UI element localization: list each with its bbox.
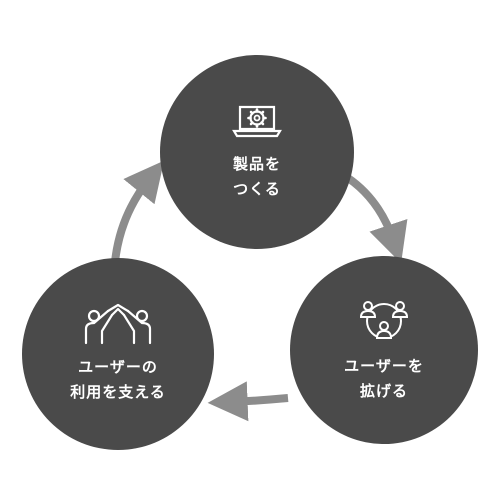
user-network-icon bbox=[359, 301, 409, 339]
node-spread-users: ユーザーを 拡げる bbox=[290, 256, 478, 444]
node-support-label-line1: ユーザーの bbox=[78, 358, 158, 376]
arrow-support-to-make bbox=[111, 160, 165, 263]
high-five-users-icon bbox=[84, 303, 152, 345]
node-spread-label: ユーザーを 拡げる bbox=[344, 354, 424, 404]
node-support-label-line2: 利用を支える bbox=[70, 383, 166, 401]
node-spread-label-line1: ユーザーを bbox=[344, 357, 424, 375]
node-make-product: 製品を つくる bbox=[160, 55, 354, 249]
arrow-spread-to-support bbox=[207, 381, 289, 422]
node-spread-label-line2: 拡げる bbox=[359, 382, 408, 400]
node-make-label-line1: 製品を bbox=[232, 155, 281, 173]
laptop-gear-icon bbox=[232, 105, 282, 138]
arrow-make-to-spread bbox=[345, 174, 408, 264]
node-make-label: 製品を つくる bbox=[233, 152, 281, 202]
node-support-label: ユーザーの 利用を支える bbox=[70, 355, 166, 405]
node-support-usage: ユーザーの 利用を支える bbox=[22, 258, 214, 450]
node-make-label-line2: つくる bbox=[233, 180, 281, 198]
